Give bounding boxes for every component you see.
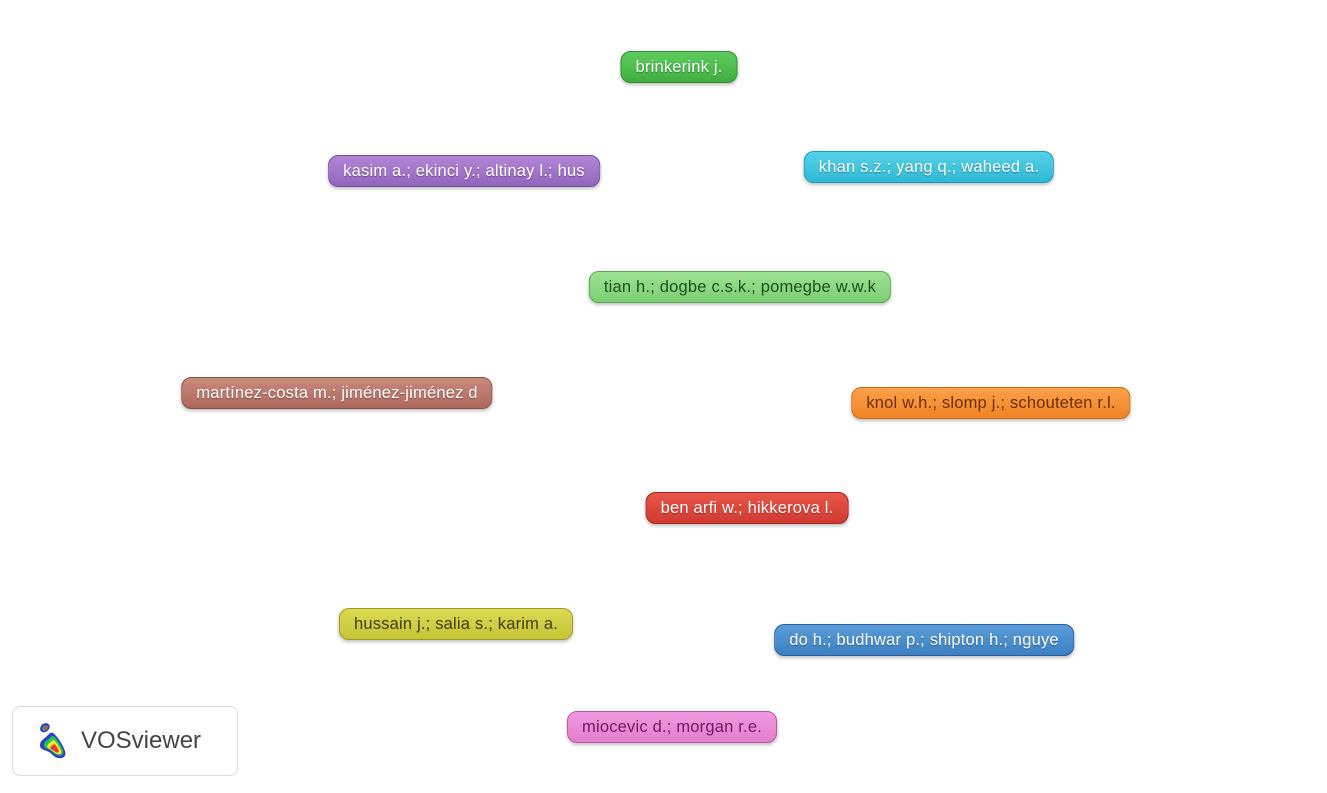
author-node[interactable]: ben arfi w.; hikkerova l. — [645, 492, 849, 524]
author-node-label: do h.; budhwar p.; shipton h.; nguye — [789, 630, 1059, 649]
author-node-label: tian h.; dogbe c.s.k.; pomegbe w.w.k — [603, 277, 877, 296]
author-node[interactable]: khan s.z.; yang q.; waheed a. — [803, 151, 1055, 183]
vosviewer-logo-card: VOSviewer — [12, 706, 238, 776]
author-node[interactable]: do h.; budhwar p.; shipton h.; nguye — [774, 624, 1074, 656]
author-node[interactable]: tian h.; dogbe c.s.k.; pomegbe w.w.k — [588, 271, 892, 303]
author-node-label: knol w.h.; slomp j.; schouteten r.l. — [866, 393, 1116, 412]
vosviewer-logo-icon — [40, 723, 66, 759]
author-node[interactable]: knol w.h.; slomp j.; schouteten r.l. — [851, 387, 1131, 419]
author-node-label: martínez-costa m.; jiménez-jiménez d — [196, 383, 478, 402]
author-node-label: kasim a.; ekinci y.; altinay l.; hus — [343, 161, 585, 180]
author-node[interactable]: brinkerink j. — [620, 51, 738, 83]
author-node-label: miocevic d.; morgan r.e. — [582, 717, 762, 736]
author-node[interactable]: kasim a.; ekinci y.; altinay l.; hus — [328, 155, 600, 187]
author-node[interactable]: martínez-costa m.; jiménez-jiménez d — [181, 377, 493, 409]
author-node[interactable]: hussain j.; salia s.; karim a. — [338, 608, 574, 640]
author-node-label: khan s.z.; yang q.; waheed a. — [818, 157, 1040, 176]
author-node-label: ben arfi w.; hikkerova l. — [660, 498, 834, 517]
author-node-label: hussain j.; salia s.; karim a. — [353, 614, 559, 633]
author-node[interactable]: miocevic d.; morgan r.e. — [567, 711, 777, 743]
vosviewer-logo-text: VOSviewer — [81, 727, 202, 754]
author-node-label: brinkerink j. — [635, 57, 723, 76]
